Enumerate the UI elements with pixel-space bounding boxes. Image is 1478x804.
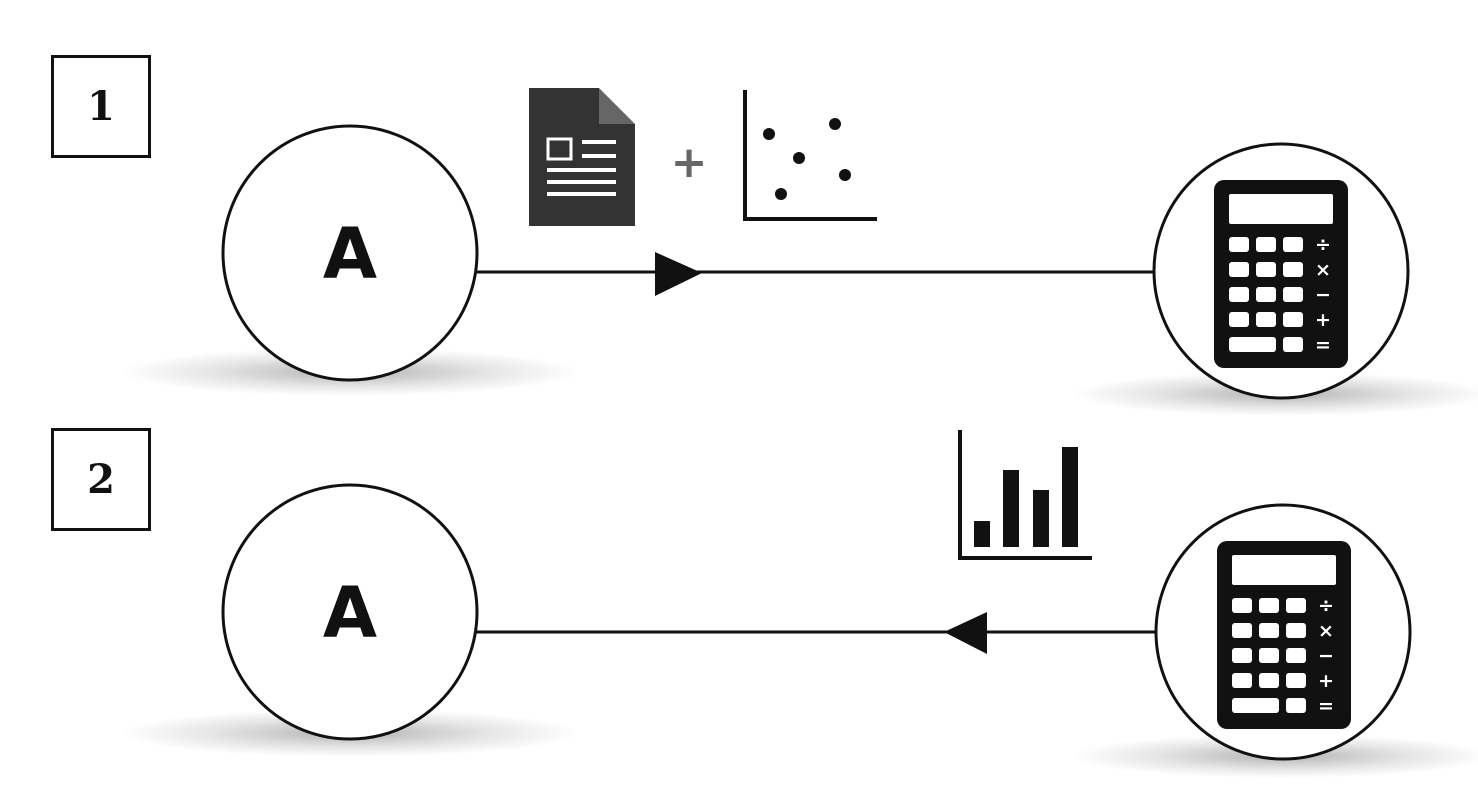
node-a-label: A [323, 572, 377, 654]
arrow-left-icon [944, 612, 987, 654]
minus-key-label: − [1315, 284, 1331, 306]
plus-key-label: + [1318, 670, 1334, 692]
document-icon [529, 88, 635, 226]
multiply-key-label: × [1318, 620, 1334, 642]
node-a-label: A [323, 213, 377, 295]
step-1-label-box: 1 [51, 55, 151, 158]
multiply-key-label: × [1315, 259, 1331, 281]
source-node-a: A [221, 124, 479, 382]
equals-key-label: = [1315, 334, 1331, 356]
divide-key-label: ÷ [1318, 595, 1334, 617]
calculator-icon: ÷ × − + = [1214, 180, 1348, 368]
plus-key-label: + [1315, 309, 1331, 331]
calculator-node-1: ÷ × − + = [1152, 142, 1410, 400]
target-node-a: A [221, 483, 479, 741]
calculator-icon: ÷ × − + = [1217, 541, 1351, 729]
step-1-number: 1 [87, 83, 115, 130]
calculator-node-2: ÷ × − + = [1154, 503, 1412, 761]
equals-key-label: = [1318, 695, 1334, 717]
step-2-label-box: 2 [51, 428, 151, 531]
step-2-number: 2 [87, 456, 115, 503]
plus-sign: + [671, 137, 708, 188]
arrow-right-icon [655, 252, 702, 296]
scatter-plot-icon [743, 90, 877, 221]
divide-key-label: ÷ [1315, 234, 1331, 256]
bar-chart-icon [958, 430, 1092, 560]
minus-key-label: − [1318, 645, 1334, 667]
